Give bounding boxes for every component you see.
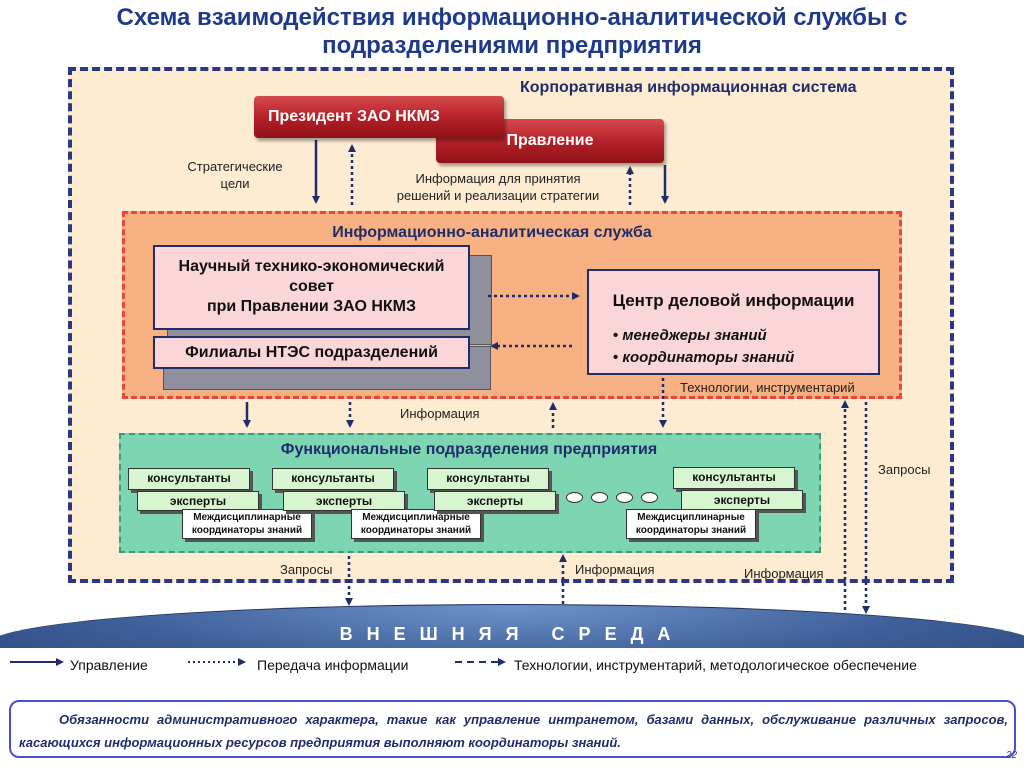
requests-label-bottom: Запросы [280, 562, 333, 577]
strategic-goals-line-1: Стратегические [187, 159, 283, 174]
information-label-1: Информация [400, 406, 480, 421]
ellipsis-circle-icon [566, 492, 583, 503]
experts-box: эксперты [434, 491, 556, 511]
legend-control-label: Управление [70, 657, 148, 673]
president-bar: Президент ЗАО НКМЗ [254, 96, 504, 138]
title-line-1: Схема взаимодействия информационно-анали… [116, 4, 908, 31]
legend-area [0, 648, 1024, 684]
decision-info-line-1: Информация для принятия [415, 171, 581, 186]
decision-info-line-2: решений и реализации стратегии [396, 188, 600, 203]
list-item: координаторы знаний [613, 347, 878, 369]
coordinators-line-1: Междисциплинарные [637, 512, 745, 523]
branches-box: Филиалы НТЭС подразделений [153, 336, 470, 369]
requests-label-right: Запросы [878, 462, 931, 477]
legend-tech-label: Технологии, инструментарий, методологиче… [514, 657, 917, 673]
external-environment-label: ВНЕШНЯЯ СРЕДА [339, 624, 685, 644]
consultants-box: консультанты [272, 468, 394, 490]
page-title: Схема взаимодействия информационно-анали… [0, 4, 1024, 60]
ntes-box: Научный технико-экономический совет при … [153, 245, 470, 330]
legend-info-label: Передача информации [257, 657, 409, 673]
coordinators-line-2: координаторы знаний [360, 525, 472, 536]
ntes-line-2: совет [289, 278, 334, 295]
coordinators-line-1: Междисциплинарные [193, 512, 301, 523]
tech-tools-label: Технологии, инструментарий [680, 380, 855, 395]
coordinators-box: Междисциплинарные координаторы знаний [626, 509, 756, 539]
strategic-goals-line-2: цели [220, 176, 250, 191]
functional-units-label: Функциональные подразделения предприятия [280, 441, 658, 458]
coordinators-line-2: координаторы знаний [191, 525, 303, 536]
branches-label: Филиалы НТЭС подразделений [185, 344, 438, 361]
experts-box: эксперты [681, 490, 803, 510]
page-number: 22 [1006, 750, 1018, 761]
ellipsis-circle-icon [591, 492, 608, 503]
business-info-center-list: менеджеры знаний координаторы знаний [613, 325, 878, 369]
coordinators-line-2: координаторы знаний [635, 525, 747, 536]
strategic-goals-label: Стратегические цели [180, 158, 290, 192]
coordinators-box: Междисциплинарные координаторы знаний [351, 509, 481, 539]
coordinators-box: Междисциплинарные координаторы знаний [182, 509, 312, 539]
information-label-2: Информация [575, 562, 655, 577]
coordinators-line-1: Междисциплинарные [362, 512, 470, 523]
board-label: Правление [506, 132, 594, 149]
title-line-2: подразделениями предприятия [322, 32, 702, 59]
ias-label: Информационно-аналитическая служба [332, 224, 652, 241]
ntes-line-1: Научный технико-экономический [178, 258, 445, 275]
list-item: менеджеры знаний [613, 325, 878, 347]
ellipsis-circle-icon [616, 492, 633, 503]
ellipsis-circle-icon [641, 492, 658, 503]
consultants-box: консультанты [128, 468, 250, 490]
note-box: Обязанности административного характера,… [9, 700, 1016, 758]
business-info-center-box: Центр деловой информации менеджеры знани… [587, 269, 880, 375]
business-info-center-title: Центр деловой информации [612, 291, 855, 310]
consultants-box: консультанты [673, 467, 795, 489]
ntes-line-3: при Правлении ЗАО НКМЗ [206, 298, 417, 315]
experts-box: эксперты [283, 491, 405, 511]
consultants-box: консультанты [427, 468, 549, 490]
president-label: Президент ЗАО НКМЗ [268, 108, 440, 125]
information-label-3: Информация [744, 566, 824, 581]
corporate-system-label: Корпоративная информационная система [520, 79, 857, 96]
decision-info-label: Информация для принятия решений и реализ… [368, 170, 628, 204]
